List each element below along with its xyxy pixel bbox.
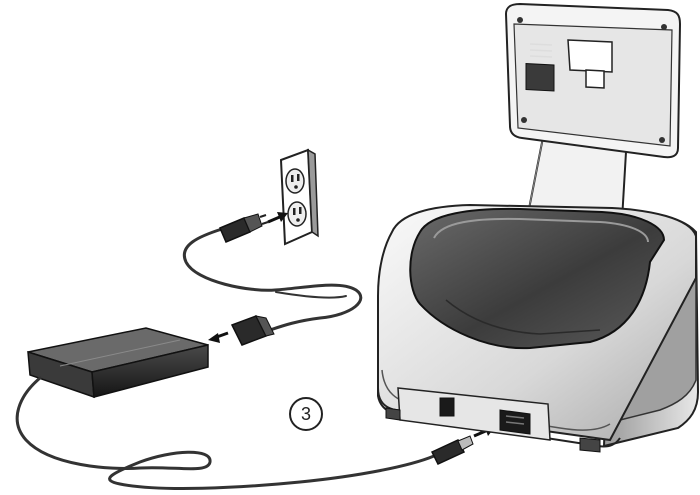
step-number: 3 bbox=[289, 399, 323, 429]
ac-power-cord bbox=[184, 229, 360, 330]
ac-plug-wall bbox=[220, 214, 268, 242]
ac-plug-adapter bbox=[232, 316, 274, 345]
outlet-socket-bottom bbox=[288, 202, 306, 226]
outlet-socket-top bbox=[286, 169, 304, 193]
printer bbox=[378, 4, 698, 452]
display-monitor bbox=[506, 4, 680, 157]
dc-plug bbox=[432, 436, 473, 464]
power-adapter bbox=[28, 328, 208, 397]
dc-power-port bbox=[500, 410, 530, 434]
wall-outlet bbox=[281, 150, 318, 244]
dc-output-cord bbox=[17, 378, 434, 488]
arrow-to-adapter bbox=[208, 333, 228, 343]
